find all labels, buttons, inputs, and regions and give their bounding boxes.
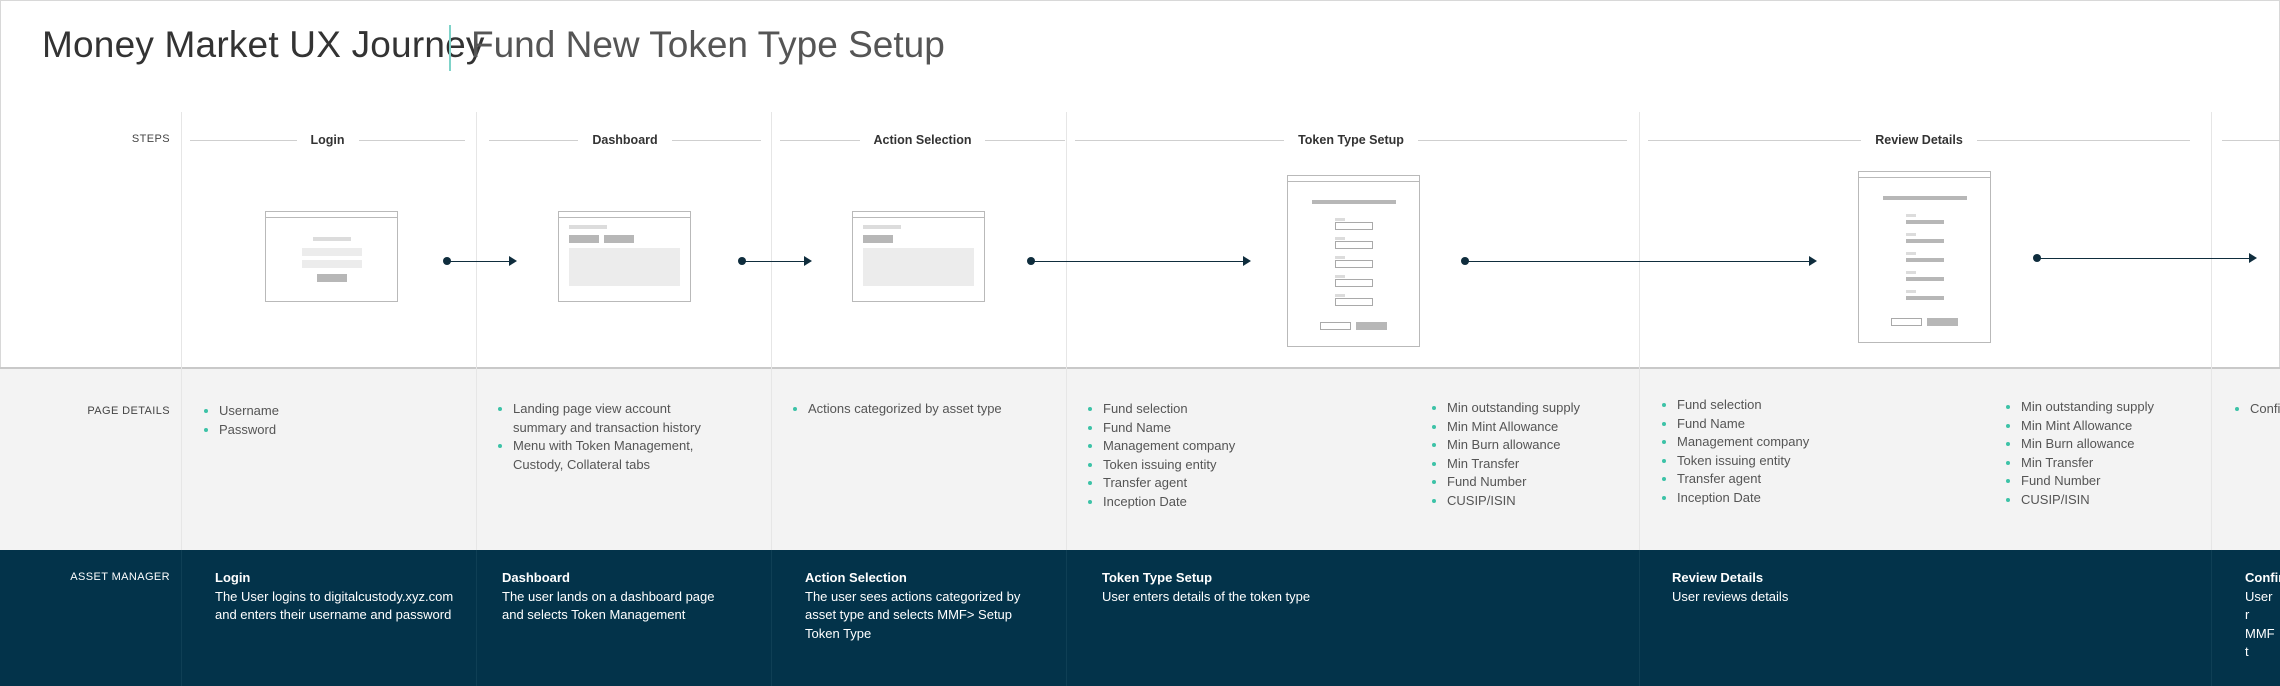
step-label: Login [310, 133, 345, 147]
review-details-list-2: Min outstanding supply Min Mint Allowanc… [2005, 398, 2205, 509]
list-item: Min Burn allowance [2005, 435, 2205, 454]
list-item: Confi [2234, 400, 2280, 419]
column-divider [476, 112, 477, 550]
list-item: Min Transfer [2005, 454, 2205, 473]
card-body: User reviews details [1672, 588, 1789, 604]
list-item: Password [203, 421, 463, 440]
asset-manager-login: Login The User logins to digitalcustody.… [215, 569, 455, 625]
list-item: Transfer agent [1661, 470, 1911, 489]
column-divider [1066, 112, 1067, 550]
asset-manager-confirm: Confir User r MMF t [2245, 569, 2280, 662]
step-header-token-type-setup: Token Type Setup [1075, 130, 1627, 150]
asset-manager-token-setup: Token Type Setup User enters details of … [1102, 569, 1402, 606]
column-divider [1639, 112, 1640, 550]
list-item: Fund selection [1661, 396, 1911, 415]
step-header-dashboard: Dashboard [489, 130, 762, 150]
list-item: Fund Number [2005, 472, 2205, 491]
step-header-review-details: Review Details [1648, 130, 2191, 150]
confirm-details-list: Confi [2234, 400, 2280, 419]
review-details-list: Fund selection Fund Name Management comp… [1661, 396, 1911, 507]
page-details-band [0, 367, 2280, 550]
card-title: Action Selection [805, 570, 907, 585]
column-divider [771, 550, 772, 686]
list-item: CUSIP/ISIN [1431, 492, 1631, 511]
card-title: Login [215, 570, 251, 585]
column-divider [181, 550, 182, 686]
list-item: Min Mint Allowance [1431, 418, 1631, 437]
step-label: Action Selection [873, 133, 972, 147]
row-label-steps: STEPS [131, 133, 170, 145]
dashboard-details-list: Landing page view account summary and tr… [497, 400, 722, 474]
column-divider [476, 550, 477, 686]
card-title: Review Details [1672, 570, 1764, 585]
list-item: Inception Date [1087, 493, 1337, 512]
list-item: Min Mint Allowance [2005, 417, 2205, 436]
asset-manager-review-details: Review Details User reviews details [1672, 569, 1972, 606]
column-divider [2211, 550, 2212, 686]
token-setup-details-list-2: Min outstanding supply Min Mint Allowanc… [1431, 399, 1631, 510]
list-item: Token issuing entity [1661, 452, 1911, 471]
flow-arrow [738, 256, 812, 266]
column-divider [1066, 550, 1067, 686]
list-item: Management company [1661, 433, 1911, 452]
flow-arrow [2033, 253, 2257, 263]
card-title: Confir [2245, 570, 2280, 585]
list-item: Username [203, 402, 463, 421]
column-divider [1639, 550, 1640, 686]
row-label-asset-manager: ASSET MANAGER [70, 571, 170, 583]
list-item: Min Transfer [1431, 455, 1631, 474]
list-item: Landing page view account summary and tr… [497, 400, 722, 437]
asset-manager-band [0, 550, 2280, 686]
list-item: Min outstanding supply [1431, 399, 1631, 418]
list-item: Menu with Token Management, Custody, Col… [497, 437, 722, 474]
card-body: The User logins to digitalcustody.xyz.co… [215, 588, 454, 623]
flow-arrow [1461, 256, 1817, 266]
card-title: Token Type Setup [1102, 570, 1213, 585]
asset-manager-action-selection: Action Selection The user sees actions c… [805, 569, 1035, 643]
token-setup-details-list: Fund selection Fund Name Management comp… [1087, 400, 1337, 511]
list-item: CUSIP/ISIN [2005, 491, 2205, 510]
list-item: Transfer agent [1087, 474, 1337, 493]
flow-arrow [443, 256, 517, 266]
list-item: Inception Date [1661, 489, 1911, 508]
card-body: The user lands on a dashboard page and s… [502, 588, 715, 623]
list-item: Fund selection [1087, 400, 1337, 419]
action-selection-details-list: Actions categorized by asset type [792, 400, 1052, 419]
flow-arrow [1027, 256, 1251, 266]
list-item: Actions categorized by asset type [792, 400, 1052, 419]
card-body: User r MMF t [2245, 588, 2275, 660]
column-divider [181, 112, 182, 550]
page-subtitle: Fund New Token Type Setup [471, 24, 945, 65]
title-divider [449, 25, 451, 71]
list-item: Min outstanding supply [2005, 398, 2205, 417]
list-item: Min Burn allowance [1431, 436, 1631, 455]
step-header-action-selection: Action Selection [780, 130, 1065, 150]
list-item: Fund Name [1661, 415, 1911, 434]
step-header-confirm [2222, 130, 2280, 150]
step-label: Dashboard [592, 133, 658, 147]
column-divider [2211, 112, 2212, 550]
step-header-login: Login [190, 130, 466, 150]
list-item: Token issuing entity [1087, 456, 1337, 475]
list-item: Fund Number [1431, 473, 1631, 492]
card-body: The user sees actions categorized by ass… [805, 588, 1021, 641]
list-item: Management company [1087, 437, 1337, 456]
page-title: Money Market UX Journey [42, 24, 485, 65]
token-setup-wireframe [1287, 175, 1420, 347]
asset-manager-dashboard: Dashboard The user lands on a dashboard … [502, 569, 734, 625]
login-details-list: Username Password [203, 402, 463, 439]
column-divider [771, 112, 772, 550]
row-label-page-details: PAGE DETAILS [87, 405, 170, 417]
action-selection-wireframe [852, 211, 985, 302]
dashboard-wireframe [558, 211, 691, 302]
login-wireframe [265, 211, 398, 302]
step-label: Token Type Setup [1298, 133, 1404, 147]
review-details-wireframe [1858, 171, 1991, 343]
card-title: Dashboard [502, 570, 570, 585]
list-item: Fund Name [1087, 419, 1337, 438]
step-label: Review Details [1875, 133, 1963, 147]
card-body: User enters details of the token type [1102, 588, 1311, 604]
